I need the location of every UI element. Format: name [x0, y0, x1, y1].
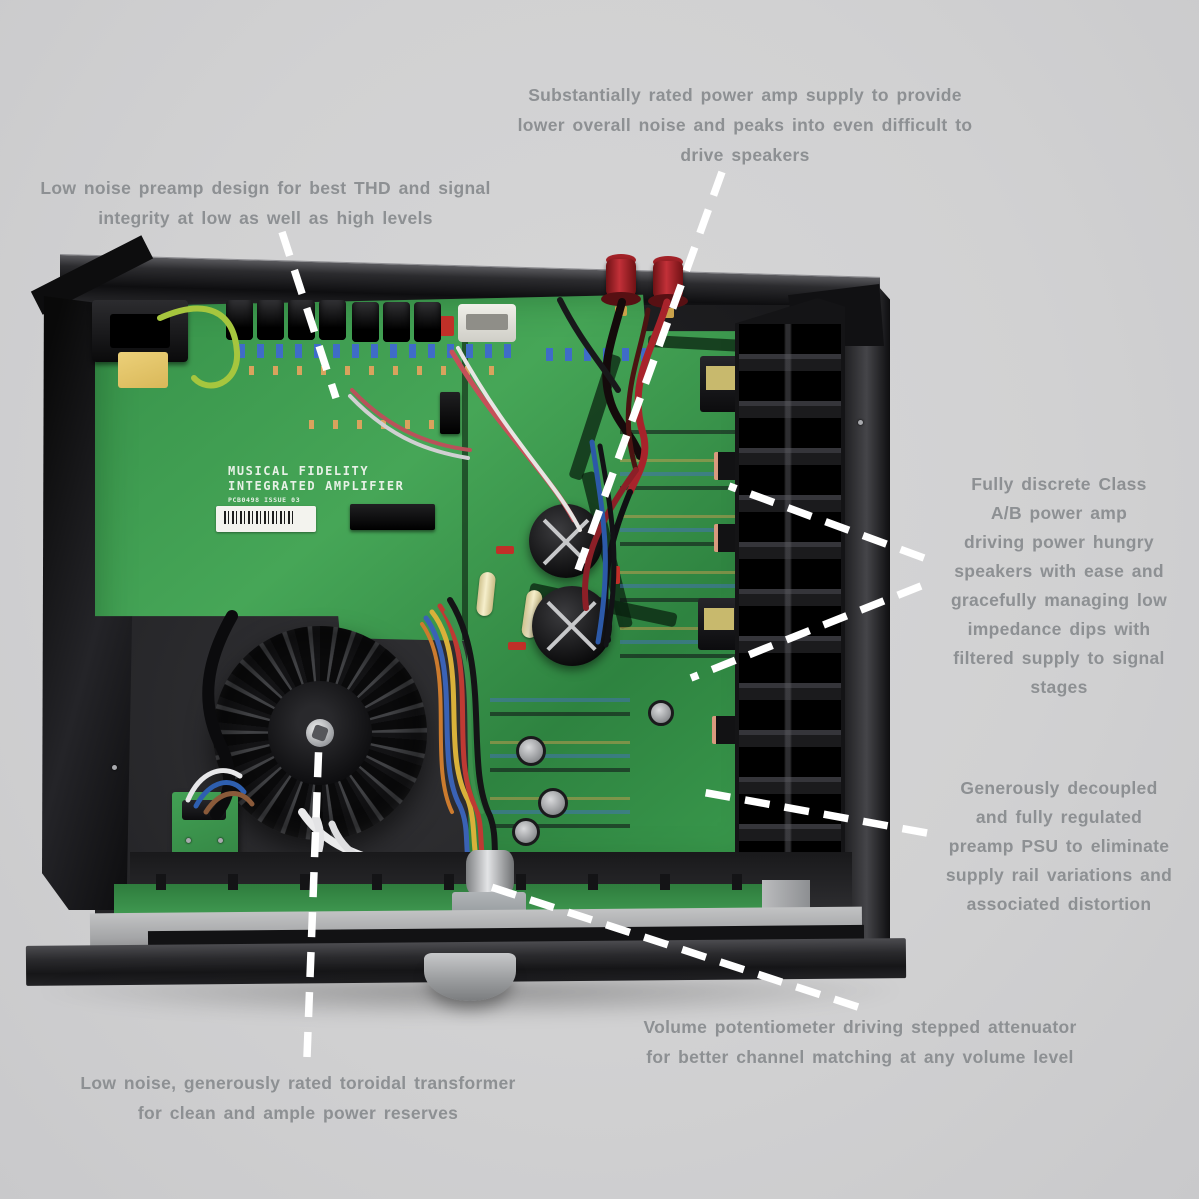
callout-preamp: Low noise preamp design for best THD and…: [40, 178, 491, 228]
pcb-seam: [462, 330, 468, 640]
rca-jack: [288, 300, 315, 340]
binding-post-flange: [648, 294, 688, 308]
relay-label: [706, 366, 736, 390]
binding-post-flange: [601, 292, 641, 306]
electrolytic-capacitor: [512, 818, 540, 846]
rca-input-jacks: [226, 300, 346, 340]
filter-capacitor: [532, 586, 612, 666]
ic-chip: [350, 504, 435, 530]
header-connector: [458, 304, 516, 342]
callout-power-supply: Substantially rated power amp supply to …: [517, 85, 973, 165]
rca-jack: [226, 300, 253, 340]
heatsink: [735, 298, 845, 865]
red-resistor: [612, 566, 620, 584]
filter-capacitor: [529, 504, 603, 578]
resistor-row: [240, 366, 502, 375]
callout-transformer: Low noise, generously rated toroidal tra…: [80, 1073, 516, 1123]
red-resistor: [496, 546, 514, 554]
volume-pot-motor: [466, 850, 514, 896]
chassis-screw: [112, 765, 117, 770]
film-capacitor: [118, 352, 168, 388]
red-component: [437, 316, 454, 336]
rca-jack: [383, 302, 410, 342]
electrolytic-capacitor: [648, 700, 674, 726]
chassis-screw: [858, 420, 863, 425]
pcb-brand-line1: MUSICAL FIDELITY: [228, 464, 370, 478]
callout-preamp-psu: Generously decoupled and fully regulated…: [945, 778, 1173, 914]
binding-post-contact: [615, 306, 627, 316]
electrolytic-capacitor: [538, 788, 568, 818]
rca-jack: [319, 300, 346, 340]
rca-input-jacks: [352, 302, 441, 342]
front-panel-components: [122, 874, 767, 890]
rca-jack: [414, 302, 441, 342]
preamp-psu-components: [490, 690, 630, 840]
rca-jack: [257, 300, 284, 340]
binding-post-contact: [662, 308, 674, 318]
relay-label: [704, 608, 734, 630]
pcb-brand-line2: INTEGRATED AMPLIFIER: [228, 479, 405, 493]
pcb-issue-label: PCB0498 ISSUE 03: [228, 496, 301, 504]
heatsink-fins: [739, 324, 841, 857]
capacitor-row: [540, 348, 660, 361]
electrolytic-capacitor: [516, 736, 546, 766]
capacitor-row: [232, 344, 520, 358]
barcode-label: [216, 506, 316, 532]
callout-power-amp: Fully discrete Class A/B power amp drivi…: [950, 474, 1168, 697]
red-resistor: [508, 642, 526, 650]
rca-jack: [352, 302, 379, 342]
resistor-row: [300, 420, 450, 429]
power-transistor: [712, 716, 738, 744]
callout-volume: Volume potentiometer driving stepped att…: [643, 1017, 1077, 1067]
